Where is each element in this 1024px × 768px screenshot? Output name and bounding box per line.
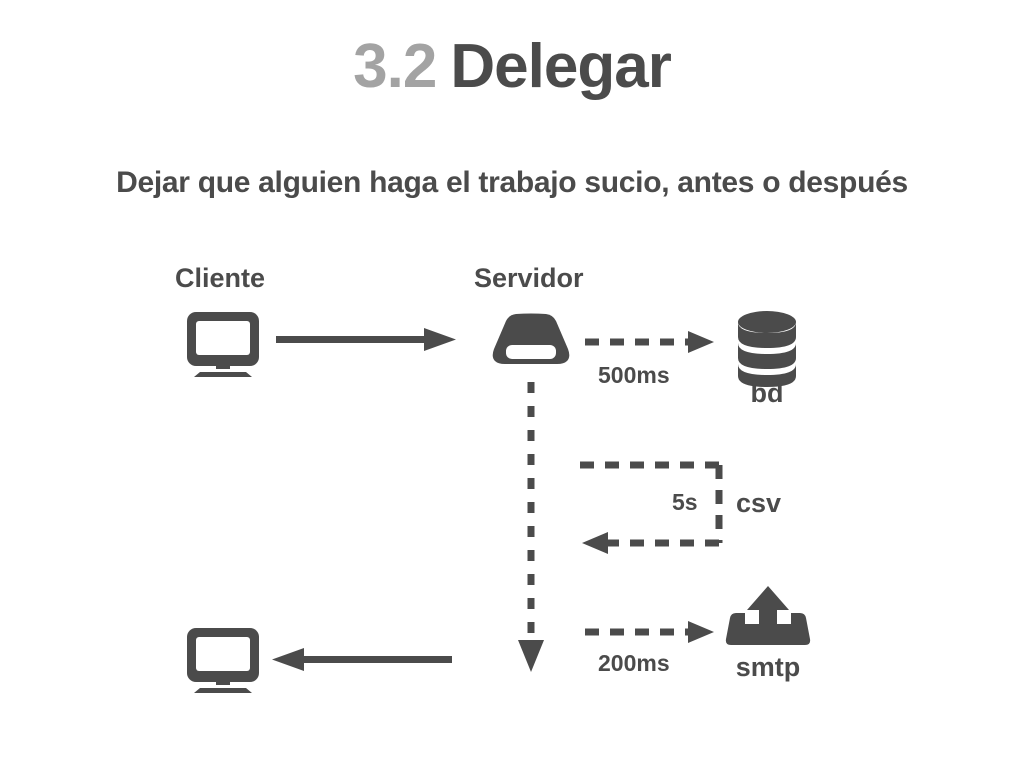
edge-csv-loop [580, 461, 723, 554]
monitor-icon [187, 312, 259, 377]
server-icon [492, 313, 570, 364]
node-label-smtp: smtp [735, 652, 801, 682]
monitor-icon [187, 628, 259, 693]
latency-label-db-call: 500ms [598, 362, 670, 388]
edge-response-arrow [272, 648, 452, 671]
edge-request-arrow [276, 328, 456, 351]
outbox-upload-icon [725, 586, 811, 645]
edge-db-call-arrow [585, 331, 714, 353]
latency-label-csv-job: 5s [672, 489, 698, 515]
title-section-name: Delegar [450, 32, 671, 101]
edge-server-timeline [518, 382, 544, 672]
edge-smtp-call-arrow [585, 621, 714, 643]
column-heading-cliente: Cliente [175, 263, 266, 293]
database-icon [738, 311, 796, 387]
column-heading-servidor: Servidor [474, 263, 584, 293]
latency-label-smtp-call: 200ms [598, 650, 670, 676]
node-label-csv: csv [736, 488, 782, 518]
title-section-number: 3.2 [353, 32, 437, 101]
page-subtitle: Dejar que alguien haga el trabajo sucio,… [116, 166, 908, 199]
node-label-database: bd [750, 378, 784, 408]
